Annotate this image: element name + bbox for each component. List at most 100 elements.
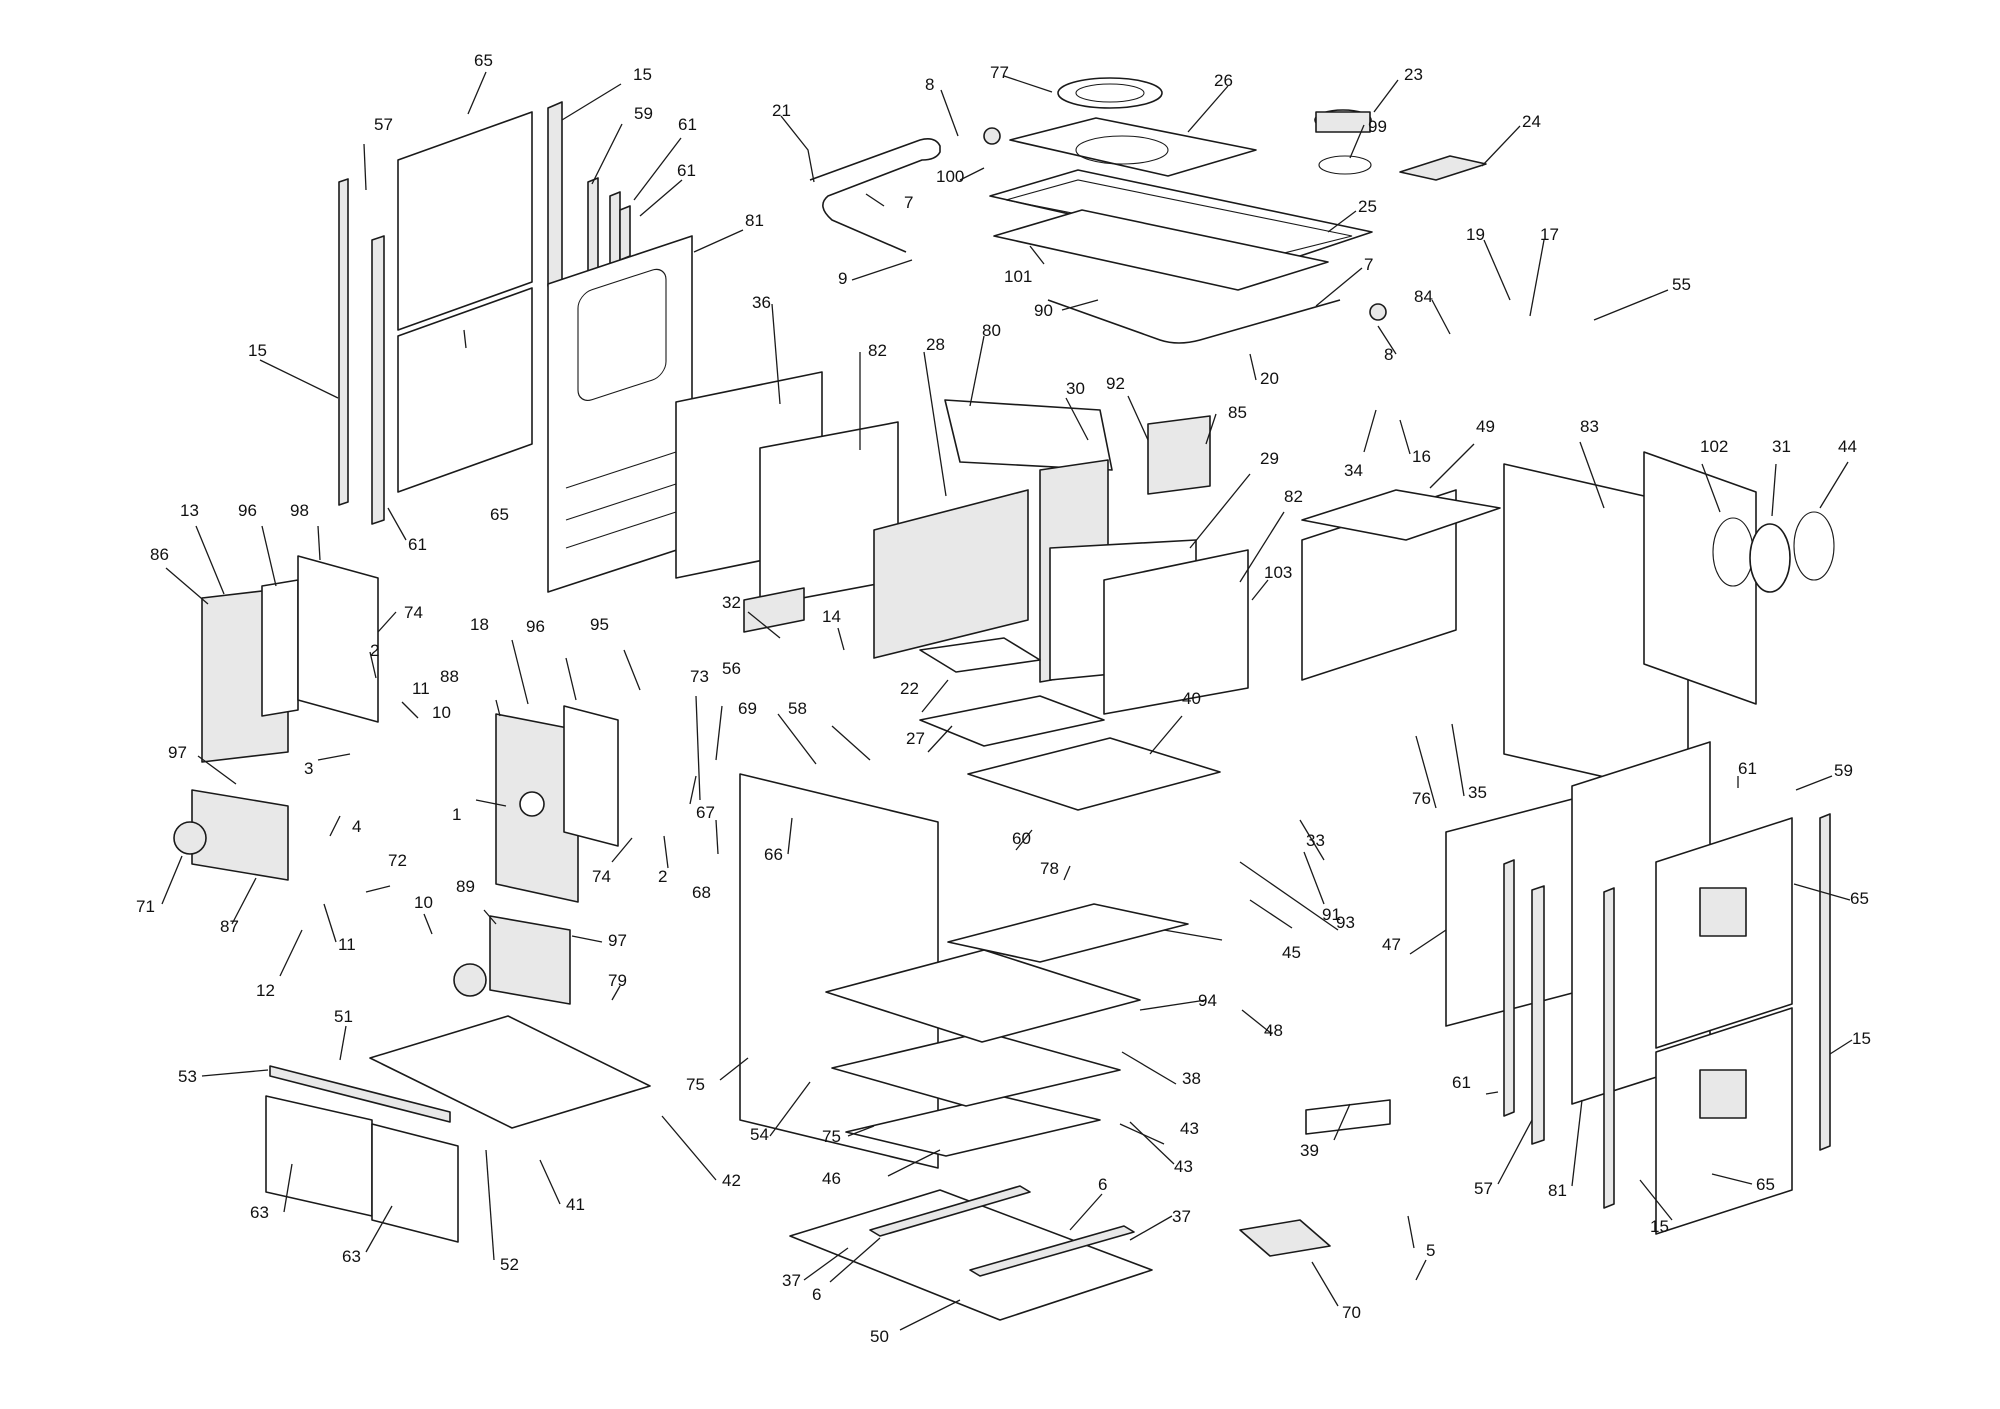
callout-79: 79: [608, 971, 627, 990]
right-side-lower-panel-65: [1655, 1007, 1793, 1235]
callout-61: 61: [678, 115, 697, 134]
callout-103: 103: [1264, 563, 1292, 582]
decor-medallion-lower: [1699, 1069, 1747, 1119]
callout-100: 100: [936, 167, 964, 186]
callout-60: 60: [1012, 829, 1031, 848]
callout-10: 10: [432, 703, 451, 722]
ash-tool-70: [1239, 1219, 1331, 1257]
callout-30: 30: [1066, 379, 1085, 398]
callout-8: 8: [925, 75, 934, 94]
side-panel-window-opening: [577, 268, 667, 401]
callout-90: 90: [1034, 301, 1053, 320]
callout-85: 85: [1228, 403, 1247, 422]
callout-75: 75: [686, 1075, 705, 1094]
callout-81: 81: [745, 211, 764, 230]
callout-22: 22: [900, 679, 919, 698]
callout-97: 97: [168, 743, 187, 762]
callout-70: 70: [1342, 1303, 1361, 1322]
callout-87: 87: [220, 917, 239, 936]
ash-pan-frame: [919, 695, 1105, 747]
callout-94: 94: [1198, 991, 1217, 1010]
callout-58: 58: [788, 699, 807, 718]
parts-layer: [173, 77, 1835, 1321]
firebox-group: [675, 371, 1501, 811]
oven-shelf-38: [825, 949, 1141, 1043]
callout-42: 42: [722, 1171, 741, 1190]
callout-15: 15: [1650, 1217, 1669, 1236]
bracket-39: [1305, 1099, 1391, 1135]
bracket-strip-3: [619, 205, 631, 261]
callout-41: 41: [566, 1195, 585, 1214]
callout-15: 15: [248, 341, 267, 360]
callout-92: 92: [1106, 374, 1125, 393]
right-insulation-47: [1445, 795, 1585, 1027]
towel-rail-lower: [1047, 299, 1341, 344]
callout-80: 80: [982, 321, 1001, 340]
callout-72: 72: [388, 851, 407, 870]
callout-8: 8: [1384, 345, 1393, 364]
flue-collar-body: [1315, 111, 1371, 133]
towel-rail-upper: [809, 138, 941, 253]
warming-drawer-body: [369, 1015, 651, 1129]
callout-65: 65: [1850, 889, 1869, 908]
slide-rail-6a: [869, 1185, 1031, 1237]
oven-top: [1301, 489, 1501, 541]
callout-1: 1: [452, 805, 461, 824]
rail-knob-2: [1369, 303, 1387, 321]
callout-63: 63: [342, 1247, 361, 1266]
callout-11: 11: [338, 935, 356, 954]
callout-88: 88: [440, 667, 459, 686]
callout-19: 19: [1466, 225, 1485, 244]
callout-38: 38: [1182, 1069, 1201, 1088]
callout-67: 67: [696, 803, 715, 822]
callout-61: 61: [1738, 759, 1757, 778]
hinge-strip-left: [371, 235, 385, 525]
callout-37: 37: [1172, 1207, 1191, 1226]
vertical-trim-strip-15d: [1603, 887, 1615, 1209]
callout-53: 53: [178, 1067, 197, 1086]
callout-28: 28: [926, 335, 945, 354]
bracket-strip-2: [609, 191, 621, 269]
callout-45: 45: [1282, 943, 1301, 962]
door-glass-98: [297, 555, 379, 723]
side-insulation-panel-lower: [397, 287, 533, 493]
side-panel-slots: [565, 451, 677, 549]
cover-plate: [1399, 155, 1487, 181]
callout-23: 23: [1404, 65, 1423, 84]
callout-2: 2: [658, 867, 667, 886]
callout-17: 17: [1540, 225, 1559, 244]
callout-93: 93: [1336, 913, 1355, 932]
callout-61: 61: [1452, 1073, 1471, 1092]
callout-77: 77: [990, 63, 1009, 82]
damper-box: [1147, 415, 1211, 495]
callout-86: 86: [150, 545, 169, 564]
callout-71: 71: [136, 897, 155, 916]
callout-57: 57: [374, 115, 393, 134]
vertical-trim-strip-right: [547, 101, 563, 287]
callout-50: 50: [870, 1327, 889, 1346]
callout-35: 35: [1468, 783, 1487, 802]
callout-99: 99: [1368, 117, 1387, 136]
callout-26: 26: [1214, 71, 1233, 90]
lower-door-89: [489, 915, 571, 1005]
baking-tray-78: [947, 903, 1189, 963]
drawer-group: [265, 1015, 651, 1243]
callout-25: 25: [1358, 197, 1377, 216]
callout-44: 44: [1838, 437, 1857, 456]
callout-37: 37: [782, 1271, 801, 1290]
callout-61: 61: [677, 161, 696, 180]
callout-49: 49: [1476, 417, 1495, 436]
callout-33: 33: [1306, 831, 1325, 850]
callout-27: 27: [906, 729, 925, 748]
callout-81: 81: [1548, 1181, 1567, 1200]
ash-rake: [743, 587, 805, 633]
door-glass-96b: [563, 705, 619, 847]
callout-65: 65: [490, 505, 509, 524]
vertical-trim-strip-15c: [1819, 813, 1831, 1151]
top-frame-base: [993, 209, 1329, 291]
callout-48: 48: [1264, 1021, 1283, 1040]
flue-cover-31: [1749, 523, 1791, 593]
right-side-panel-group: [1305, 451, 1835, 1235]
callout-labels-layer: 65 15 57 59 61 61 81 15 65 61 21 8 77 26…: [136, 51, 1871, 1346]
